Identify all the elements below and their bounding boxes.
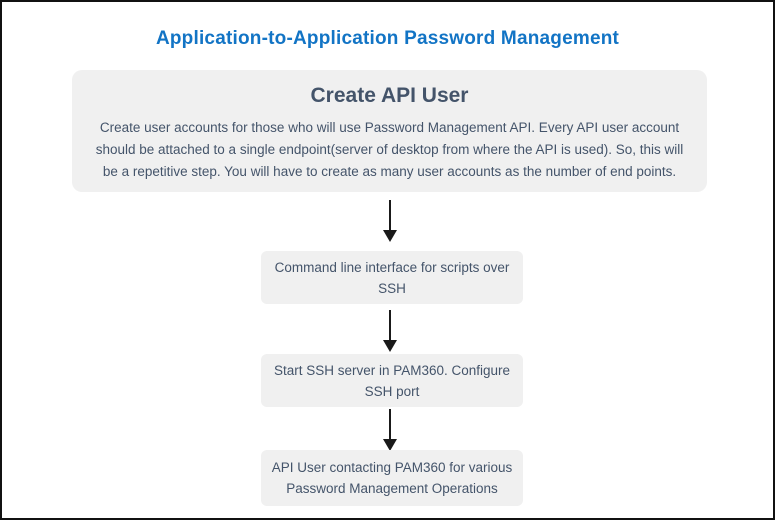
arrow-head (383, 340, 397, 352)
arrow-stem (389, 310, 391, 340)
step-label: API User contacting PAM360 for various P… (271, 460, 513, 496)
down-arrow-icon (382, 409, 398, 451)
arrow-head (383, 439, 397, 451)
step-box-api-user-operations: API User contacting PAM360 for various P… (261, 450, 523, 506)
down-arrow-icon (382, 310, 398, 352)
step-label: Command line interface for scripts over … (274, 259, 510, 296)
create-api-user-description: Create user accounts for those who will … (95, 120, 684, 179)
step-label: Start SSH server in PAM360. Configure SS… (273, 362, 511, 399)
create-api-user-box: Create API User Create user accounts for… (72, 70, 707, 192)
arrow-stem (389, 409, 391, 439)
page-title: Application-to-Application Password Mana… (155, 28, 620, 49)
arrow-stem (389, 200, 391, 230)
create-api-user-heading: Create API User (310, 84, 469, 107)
down-arrow-icon (382, 200, 398, 242)
arrow-head (383, 230, 397, 242)
step-box-cli-over-ssh: Command line interface for scripts over … (261, 251, 523, 304)
step-box-start-ssh-server: Start SSH server in PAM360. Configure SS… (261, 354, 523, 407)
